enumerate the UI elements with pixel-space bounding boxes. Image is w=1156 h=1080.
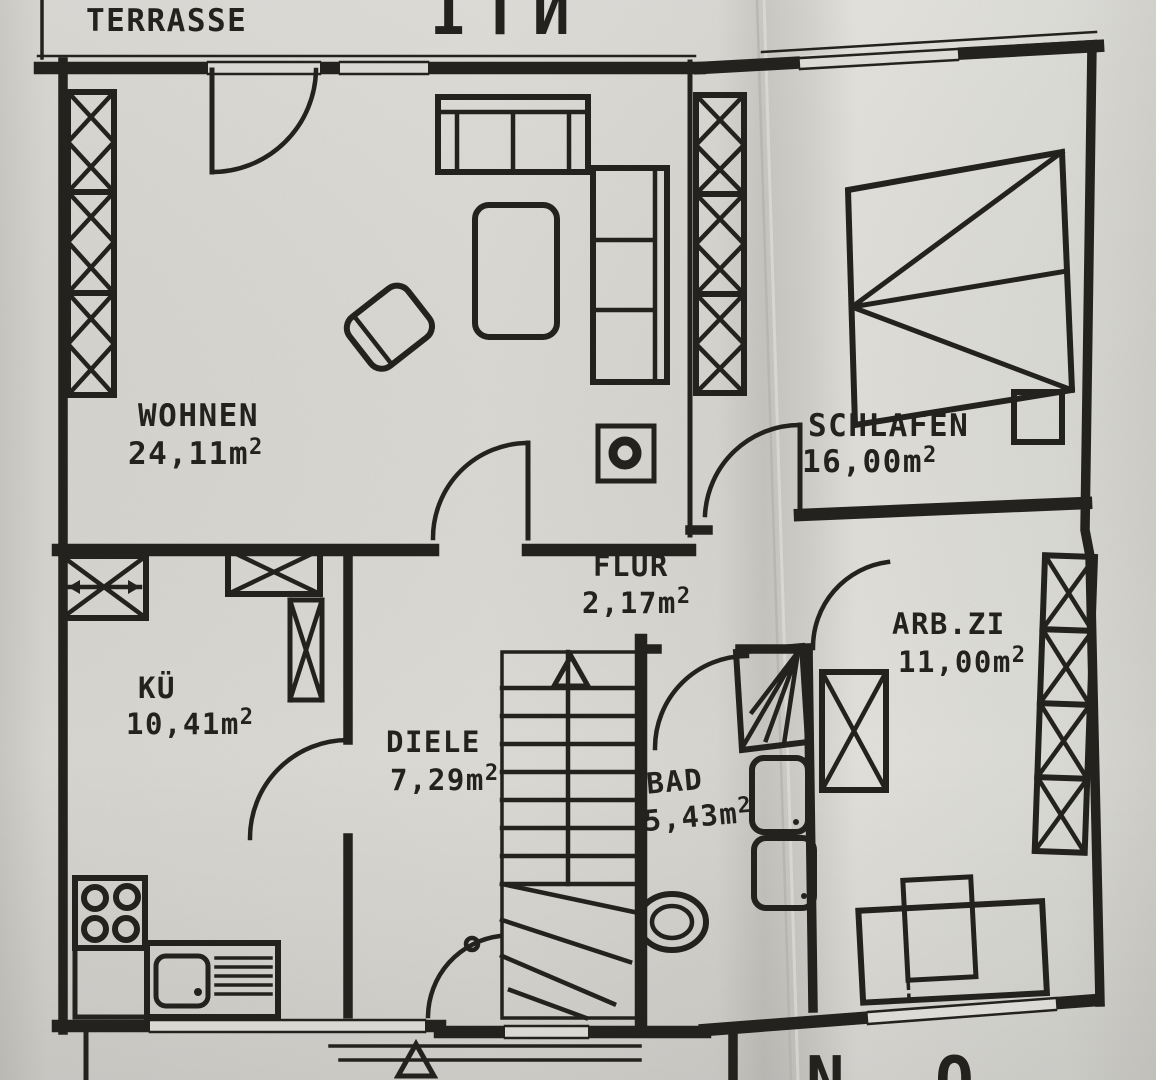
washbasin	[749, 755, 811, 835]
svg-text:5,43m2: 5,43m2	[642, 793, 754, 838]
sofa	[435, 94, 591, 175]
room-label-arbeitszimmer: ARB.ZI 11,00m2	[892, 607, 1027, 679]
coffee-table	[472, 202, 560, 340]
shaft-kueche-left	[58, 552, 150, 622]
svg-text:2,17m2: 2,17m2	[582, 584, 692, 620]
terrasse-label: TERRASSE	[86, 3, 247, 39]
svg-text:7,29m2: 7,29m2	[390, 761, 500, 797]
cutoff-text-top: ITИ	[430, 0, 584, 49]
shower	[732, 642, 812, 754]
svg-text:SCHLAFEN: SCHLAFEN	[808, 408, 969, 444]
door-knob-symbol	[463, 935, 481, 953]
room-label-flur: FLUR 2,17m2	[582, 549, 692, 620]
chimney-flue	[595, 423, 657, 484]
door-arcs	[209, 67, 891, 1019]
desk	[855, 874, 1051, 1006]
door-diele-kueche	[247, 737, 351, 841]
nightstand	[1011, 389, 1065, 445]
room-label-wohnen: WOHNEN 24,11m2	[128, 398, 264, 472]
radiator-arbeitszimmer	[1031, 552, 1099, 856]
door-terrasse-wohnen	[209, 67, 319, 175]
svg-text:FLUR: FLUR	[593, 549, 669, 583]
svg-text:16,00m2: 16,00m2	[802, 443, 938, 480]
staircase	[499, 649, 640, 1021]
radiator-wohnen-left	[64, 88, 118, 399]
room-label-kueche: KÜ 10,41m2	[126, 671, 255, 741]
svg-text:BAD: BAD	[645, 762, 705, 801]
cutoff-text-bottom: N O	[806, 1044, 1000, 1080]
door-flur-arbeitszimmer	[810, 559, 891, 651]
radiator-diele	[287, 597, 325, 703]
double-bed	[844, 148, 1076, 429]
svg-text:DIELE: DIELE	[386, 725, 481, 759]
sideboard	[590, 165, 670, 385]
north-triangle-mark	[393, 1038, 439, 1079]
stair-direction-arrow	[549, 650, 593, 689]
svg-text:KÜ: KÜ	[138, 671, 176, 705]
windows	[148, 46, 1058, 1040]
cupboard-kueche-top	[224, 546, 324, 598]
kitchen-sink-counter	[144, 940, 281, 1020]
door-flur-schlafen	[702, 422, 803, 518]
svg-text:ARB.ZI: ARB.ZI	[892, 607, 1006, 641]
svg-text:24,11m2: 24,11m2	[128, 435, 264, 472]
room-label-bad: BAD 5,43m2	[642, 762, 754, 838]
room-label-diele: DIELE 7,29m2	[386, 725, 500, 797]
bathtub	[751, 835, 817, 911]
door-flur-wohnen	[430, 440, 531, 541]
radiator-wohnen-center	[692, 91, 748, 397]
toilet	[635, 891, 709, 953]
door-flur-bad	[652, 653, 750, 751]
wardrobe-arbeitszimmer	[818, 668, 890, 794]
svg-text:WOHNEN: WOHNEN	[138, 398, 259, 434]
svg-text:11,00m2: 11,00m2	[898, 643, 1027, 679]
door-entrance-diele	[425, 933, 503, 1019]
paper-fold-crease	[755, 0, 793, 1080]
svg-text:10,41m2: 10,41m2	[126, 705, 255, 741]
exterior-steps	[83, 1029, 738, 1080]
room-label-schlafen: SCHLAFEN 16,00m2	[802, 408, 969, 480]
armchair	[343, 282, 435, 372]
